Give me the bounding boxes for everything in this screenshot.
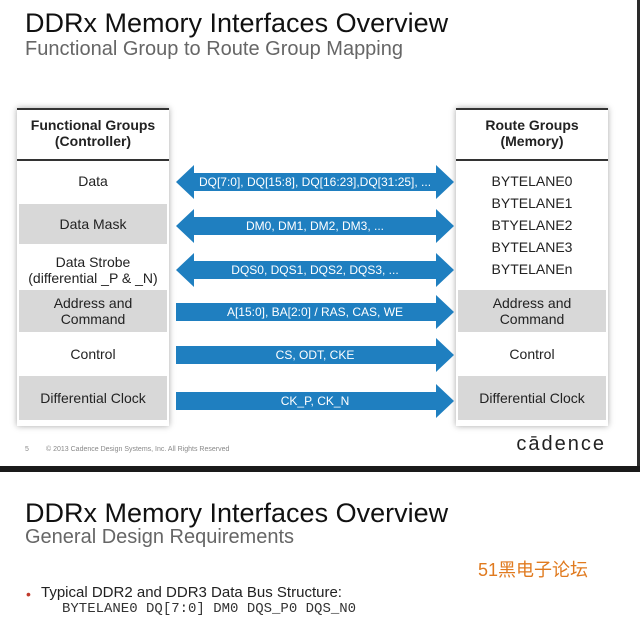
panel-top-rule [456, 108, 608, 110]
bullet-text: Typical DDR2 and DDR3 Data Bus Structure… [41, 584, 342, 601]
route-row-control: Control [458, 338, 606, 370]
group-row-data: Data [19, 166, 167, 196]
right-arrow-icon [176, 338, 454, 372]
right-arrow-icon [176, 384, 454, 418]
bytelane-n: BYTELANEn [491, 261, 573, 277]
group-row-sublabel: (differential _P & _N) [28, 270, 158, 286]
arrow-differential-clock: CK_P, CK_N [176, 384, 454, 418]
arrow-label: DQ[7:0], DQ[15:8], DQ[16:23],DQ[31:25], … [198, 175, 432, 189]
group-row-data-mask: Data Mask [19, 204, 167, 244]
group-row-differential-clock: Differential Clock [19, 376, 167, 420]
route-groups-header-line2: (Memory) [500, 133, 564, 149]
functional-groups-header-line1: Functional Groups [30, 117, 156, 133]
arrow-label: DQS0, DQS1, DQS2, DQS3, ... [231, 263, 399, 277]
panel-top-rule [17, 108, 169, 110]
arrow-label: CK_P, CK_N [280, 394, 350, 408]
forum-watermark: 51黑电子论坛 [478, 560, 589, 580]
page-number: 5 [25, 446, 29, 453]
slide-1: DDRx Memory Interfaces Overview Function… [17, 0, 640, 466]
route-row-sublabel: Command [499, 311, 565, 327]
slide-divider [0, 466, 640, 472]
route-groups-panel: Route Groups (Memory) BYTELANE0 BYTELANE… [456, 108, 608, 426]
group-row-label: Control [70, 346, 116, 362]
bytelane-2: BTYELANE2 [491, 217, 573, 233]
route-groups-header-line1: Route Groups [485, 117, 579, 133]
functional-groups-panel: Functional Groups (Controller) Data Data… [17, 108, 169, 426]
route-row-label: Address and [492, 295, 572, 311]
slide-subtitle: Functional Group to Route Group Mapping [25, 38, 403, 60]
double-arrow-icon [176, 209, 454, 243]
double-arrow-icon [176, 253, 454, 287]
group-row-label: Address and [53, 295, 133, 311]
arrow-control: CS, ODT, CKE [176, 338, 454, 372]
functional-groups-header-line2: (Controller) [54, 133, 132, 149]
bullet-icon: • [26, 586, 31, 602]
route-row-differential-clock: Differential Clock [458, 376, 606, 420]
bytelane-3: BYTELANE3 [491, 239, 573, 255]
route-row-label: Differential Clock [479, 390, 585, 406]
arrow-data-mask: DM0, DM1, DM2, DM3, ... [176, 209, 454, 243]
route-row-address-command: Address and Command [458, 290, 606, 332]
functional-groups-header: Functional Groups (Controller) [17, 108, 169, 158]
group-row-sublabel: Command [60, 311, 126, 327]
arrow-address-command: A[15:0], BA[2:0] / RAS, CAS, WE [176, 295, 454, 329]
route-groups-header: Route Groups (Memory) [456, 108, 608, 158]
cadence-logo: cādence [516, 433, 606, 455]
bytelane-1: BYTELANE1 [491, 195, 573, 211]
slide-title: DDRx Memory Interfaces Overview [25, 498, 449, 528]
group-row-control: Control [19, 338, 167, 370]
arrow-label: A[15:0], BA[2:0] / RAS, CAS, WE [226, 305, 404, 319]
slide-subtitle: General Design Requirements [25, 526, 295, 548]
group-row-data-strobe: Data Strobe (differential _P & _N) [19, 250, 167, 290]
slide-title: DDRx Memory Interfaces Overview [25, 8, 449, 38]
bytelane-0: BYTELANE0 [491, 173, 573, 189]
arrow-label: CS, ODT, CKE [275, 348, 355, 362]
group-row-address-command: Address and Command [19, 290, 167, 332]
arrow-data-strobe: DQS0, DQS1, DQS2, DQS3, ... [176, 253, 454, 287]
route-row-label: Control [509, 346, 555, 362]
panel-header-rule [456, 159, 608, 161]
slide-edge [637, 0, 640, 466]
group-row-label: Data [78, 173, 108, 189]
bytelane-table-row: BYTELANE0 DQ[7:0] DM0 DQS_P0 DQS_N0 [62, 601, 357, 617]
arrow-data: DQ[7:0], DQ[15:8], DQ[16:23],DQ[31:25], … [176, 165, 454, 199]
arrow-label: DM0, DM1, DM2, DM3, ... [245, 219, 385, 233]
group-row-label: Data Strobe [55, 254, 131, 270]
right-arrow-icon [176, 295, 454, 329]
panel-header-rule [17, 159, 169, 161]
group-row-label: Differential Clock [40, 390, 146, 406]
copyright-notice: © 2013 Cadence Design Systems, Inc. All … [46, 446, 230, 453]
slide-2: DDRx Memory Interfaces Overview General … [0, 472, 640, 617]
double-arrow-icon [176, 165, 454, 199]
group-row-label: Data Mask [59, 216, 127, 232]
